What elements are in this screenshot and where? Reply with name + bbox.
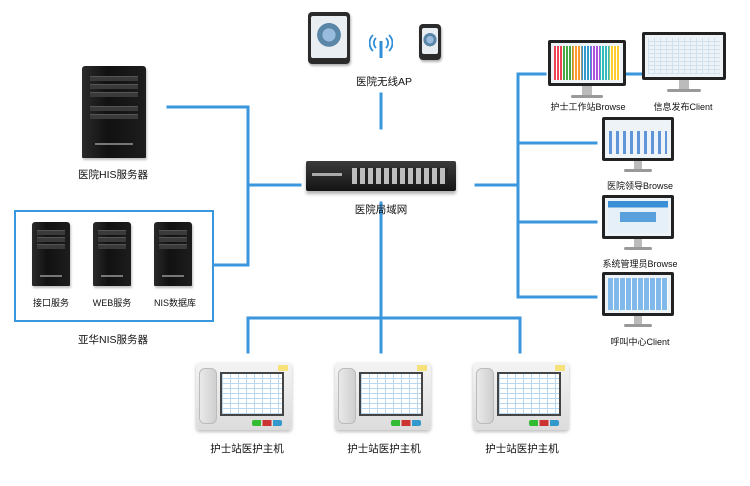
info-publish-label: 信息发布Client — [653, 102, 713, 112]
info-publish-monitor-icon — [642, 32, 726, 94]
web-service-label: WEB服务 — [92, 298, 132, 308]
nurse-station-terminal-3-icon — [473, 362, 569, 430]
tablet-large-icon — [308, 12, 350, 64]
nurse-workstation-monitor-icon — [548, 40, 626, 100]
system-admin-label: 系统管理员Browse — [602, 259, 678, 269]
nurse-host-1-label: 护士站医护主机 — [210, 443, 284, 455]
link-nis-group — [212, 183, 250, 267]
tablet-small-icon — [419, 24, 441, 60]
nurse-host-2-label: 护士站医护主机 — [347, 443, 421, 455]
hospital-leader-monitor-icon — [602, 117, 674, 175]
network-switch-icon — [306, 161, 456, 191]
wireless-ap-label: 医院无线AP — [355, 76, 413, 88]
lan-label: 医院局域网 — [354, 204, 408, 216]
nurse-workstation-label: 护士工作站Browse — [550, 102, 626, 112]
yahua-nis-server-label: 亚华NIS服务器 — [77, 334, 149, 346]
nurse-host-3-label: 护士站医护主机 — [485, 443, 559, 455]
web-server-icon — [93, 222, 131, 286]
interface-server-icon — [32, 222, 70, 286]
link-his-server — [166, 105, 302, 187]
call-center-label: 呼叫中心Client — [610, 337, 670, 347]
wifi-antenna-icon — [369, 34, 393, 58]
nis-database-server-icon — [154, 222, 192, 286]
call-center-monitor-icon — [602, 272, 674, 330]
interface-service-label: 接口服务 — [32, 298, 70, 308]
system-admin-monitor-icon — [602, 195, 674, 253]
his-server-icon — [82, 66, 146, 158]
hospital-leader-label: 医院领导Browse — [606, 181, 674, 191]
nurse-station-terminal-2-icon — [335, 362, 431, 430]
yahua-nis-server-group — [14, 210, 214, 322]
his-server-label: 医院HIS服务器 — [77, 169, 149, 181]
nurse-station-terminal-1-icon — [196, 362, 292, 430]
nis-database-label: NIS数据库 — [153, 298, 197, 308]
